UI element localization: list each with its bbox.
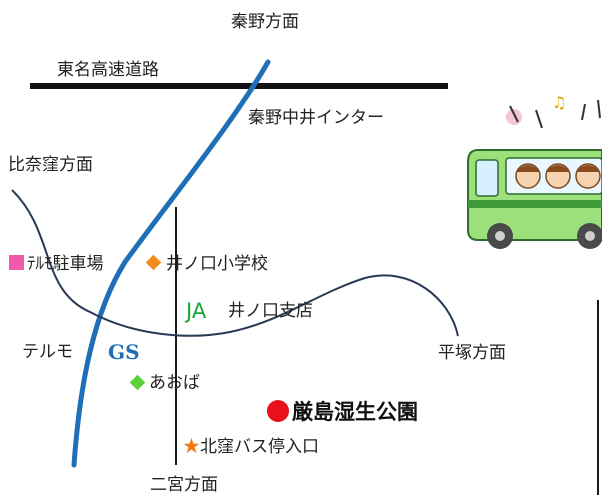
ja-mark: JA <box>186 299 207 323</box>
hinakubo-direction-label: 比奈窪方面 <box>8 155 93 175</box>
svg-text:♫: ♫ <box>552 93 566 112</box>
terumo-parking-label: ﾃﾙﾓ駐車場 <box>27 254 104 274</box>
hiratsuka-direction-label: 平塚方面 <box>438 343 506 363</box>
ninomiya-direction-label: 二宮方面 <box>150 475 218 495</box>
hadano-direction-label: 秦野方面 <box>231 12 299 32</box>
park-name-label: 厳島湿生公園 <box>292 400 418 424</box>
bus-stop-text: 北窪バス停入口 <box>200 437 319 457</box>
bus-illustration: ♫ <box>467 93 602 249</box>
park-marker-icon <box>267 400 289 422</box>
bus-stop-label: ★北窪バス停入口 <box>183 439 319 456</box>
hadano-nakai-ic-label: 秦野中井インター <box>248 108 384 128</box>
aoba-label: あおば <box>149 373 200 393</box>
bus-stop-star-icon: ★ <box>183 437 200 457</box>
parking-marker-icon <box>9 255 24 270</box>
river-line <box>71 59 271 468</box>
inokuchi-school-label: 井ノ口小学校 <box>166 254 268 274</box>
tomei-expressway-label: 東名高速道路 <box>57 60 159 80</box>
terumo-label: テルモ <box>22 342 73 362</box>
music-notes-icon: ♫ <box>506 93 601 129</box>
ja-branch-label: 井ノ口支店 <box>228 301 313 321</box>
hinakubo-hiratsuka-road <box>11 189 459 337</box>
gs-label: GS <box>108 340 140 364</box>
